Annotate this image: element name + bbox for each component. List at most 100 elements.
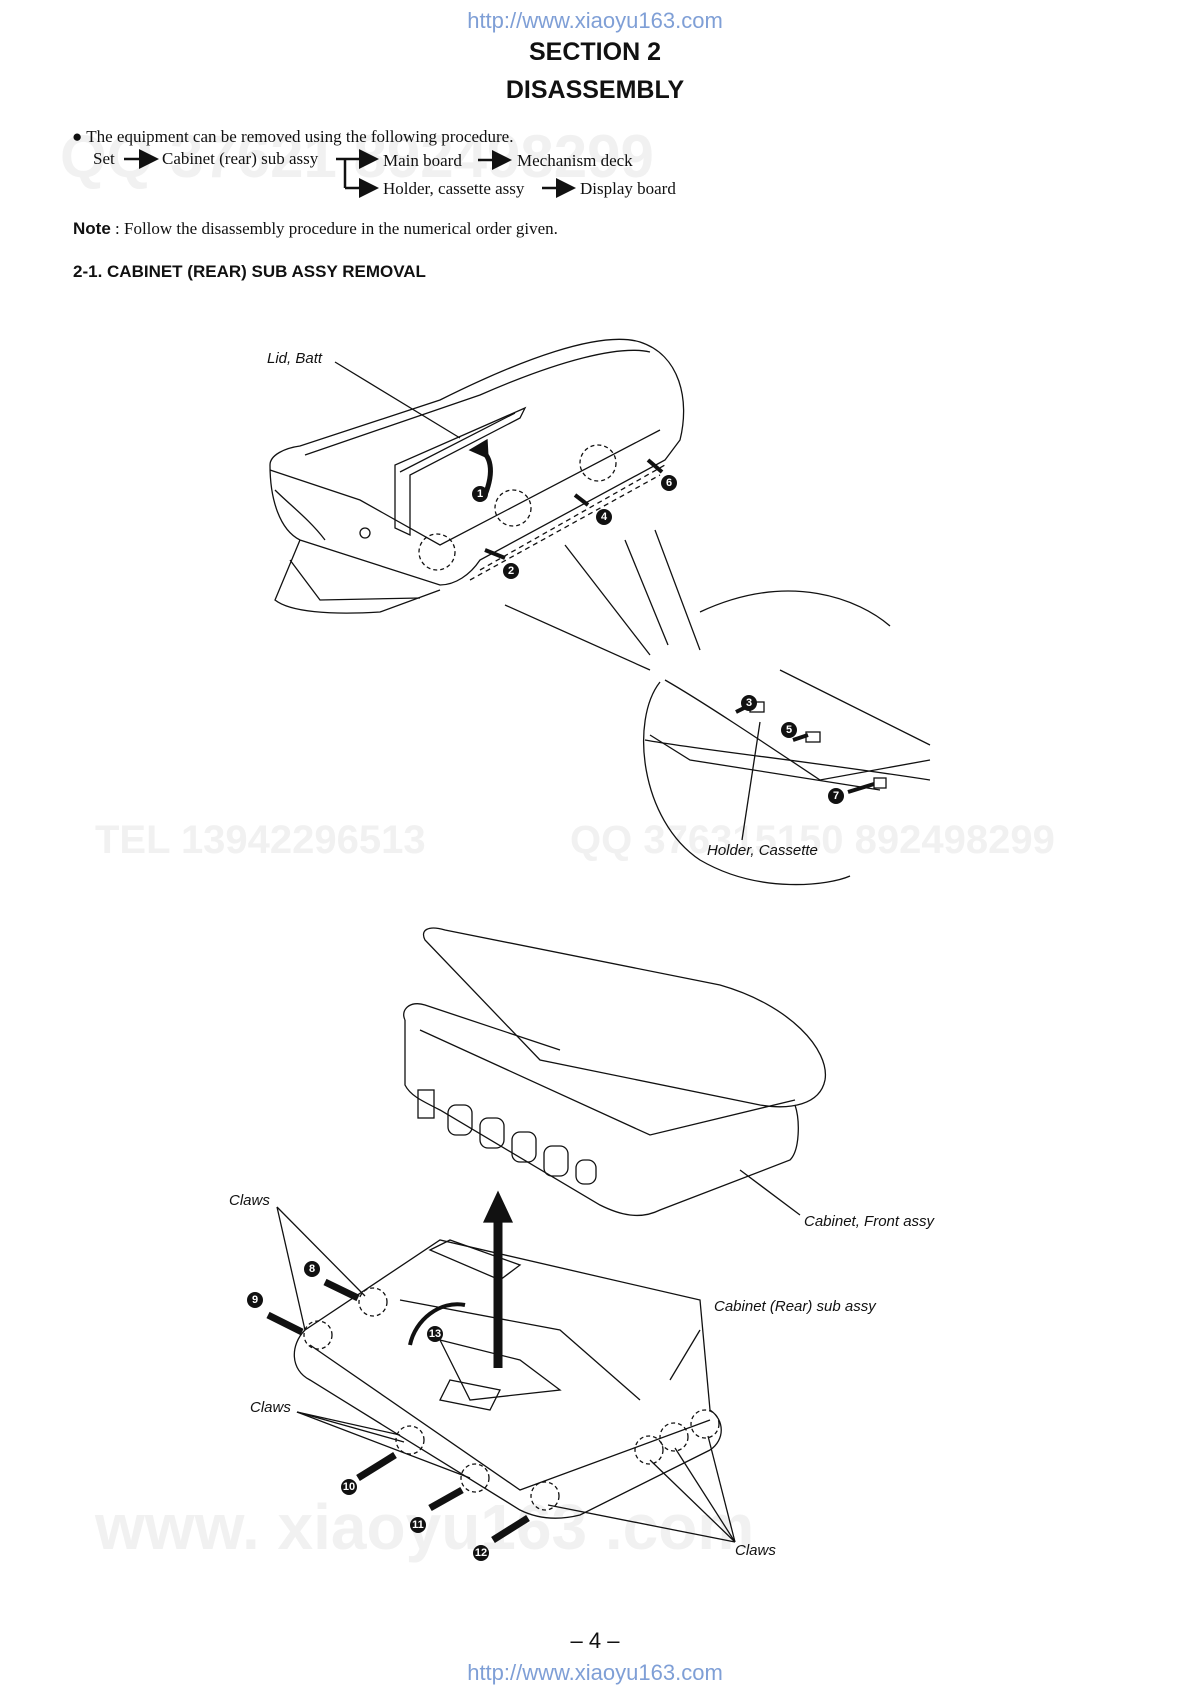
bullet-dot: ● <box>72 127 83 146</box>
note-text: : Follow the disassembly procedure in th… <box>115 219 558 238</box>
body-mid-edge <box>269 429 661 546</box>
label-cabinet-rear: Cabinet (Rear) sub assy <box>714 1298 876 1315</box>
front-lid <box>422 927 827 1108</box>
step13-arrow <box>408 1302 466 1346</box>
claw-circle-9 <box>303 1320 333 1350</box>
cabinet-rear-leader <box>669 1329 701 1381</box>
body-top-edge <box>304 349 651 456</box>
inset-leader-1 <box>504 604 651 671</box>
claw-circle-12 <box>530 1481 560 1511</box>
label-holder-cassette: Holder, Cassette <box>707 842 818 859</box>
front-button-2 <box>479 1117 505 1149</box>
flow-cabinet: Cabinet (rear) sub assy <box>162 149 319 168</box>
side-panel <box>274 489 326 541</box>
intro-bullet-line: ● The equipment can be removed using the… <box>72 127 513 147</box>
claws-bottom-leader-3 <box>707 1435 736 1543</box>
section-number: SECTION 2 <box>529 38 661 66</box>
claw-circle-1 <box>418 533 456 571</box>
claw-circle-11 <box>460 1463 490 1493</box>
claws-bottom-leader-4 <box>547 1504 736 1543</box>
inset-top-edge <box>779 669 931 746</box>
claws-mid-leader-2 <box>296 1411 401 1436</box>
step6-arrow <box>646 458 664 474</box>
front-cabinet-rim <box>419 1029 796 1136</box>
step9-arrow <box>266 1311 304 1336</box>
step8-arrow <box>323 1278 360 1302</box>
front-cabinet-top <box>403 1003 561 1051</box>
step2-arrow <box>484 548 506 560</box>
inset-cabinet-edge <box>664 679 931 781</box>
rear-tray-detail-3 <box>428 1239 522 1281</box>
step-marker-5: 5 <box>781 722 797 738</box>
step-marker-8: 8 <box>304 1261 320 1277</box>
holder-label-leader <box>741 721 761 841</box>
watermark-qq-mid: QQ 376315150 892498299 <box>570 818 1055 862</box>
side-hole <box>359 527 371 539</box>
label-claws-bottom: Claws <box>735 1542 776 1559</box>
page-number: – 4 – <box>570 1628 620 1653</box>
step-marker-3: 3 <box>741 695 757 711</box>
walkman-base <box>274 539 441 614</box>
label-claws-mid: Claws <box>250 1399 291 1416</box>
rear-tray-detail-2 <box>438 1339 562 1401</box>
inset-leader-3 <box>624 539 669 646</box>
lid-label-leader <box>334 361 461 439</box>
step-marker-7: 7 <box>828 788 844 804</box>
inset-circle-top <box>699 590 891 627</box>
lift-arrow-head <box>482 1190 514 1223</box>
step-marker-11: 11 <box>410 1517 426 1533</box>
walkman-base-inner <box>289 559 421 601</box>
claw-circle-r2 <box>659 1422 689 1452</box>
claw-circle-10 <box>395 1425 425 1455</box>
step5-arrow <box>792 733 809 742</box>
label-lid-batt: Lid, Batt <box>267 350 323 367</box>
walkman-body-outline <box>269 338 685 586</box>
rear-tray-detail-1 <box>399 1299 641 1401</box>
claw-circle-r1 <box>634 1435 664 1465</box>
claw-circle-3 <box>579 444 617 482</box>
inset-circle-bottom <box>643 681 851 886</box>
step-marker-13: 13 <box>427 1326 443 1342</box>
claw-circle-2 <box>494 489 532 527</box>
step11-arrow <box>428 1486 464 1512</box>
rear-tray-inner-edge <box>309 1344 711 1491</box>
lid-batt-edge <box>399 412 516 473</box>
front-button-5 <box>575 1159 597 1185</box>
step-marker-4: 4 <box>596 509 612 525</box>
claws-bottom-leader-2 <box>674 1447 736 1543</box>
flow-mechanism-deck: Mechanism deck <box>517 151 633 170</box>
subsection-title: 2-1. CABINET (REAR) SUB ASSY REMOVAL <box>73 262 426 281</box>
note-label: Note <box>73 219 111 238</box>
flow-holder: Holder, cassette assy <box>383 179 525 198</box>
claws-mid-leader-1 <box>296 1411 405 1443</box>
note-line: Note : Follow the disassembly procedure … <box>73 219 558 239</box>
claw-circle-r3 <box>690 1409 720 1439</box>
step10-arrow <box>356 1452 397 1481</box>
header-url[interactable]: http://www.xiaoyu163.com <box>467 8 723 33</box>
front-button-3 <box>511 1131 537 1163</box>
intro-text: The equipment can be removed using the f… <box>86 127 514 146</box>
step-marker-9: 9 <box>247 1292 263 1308</box>
inset-claw-7 <box>873 777 887 789</box>
step-marker-12: 12 <box>473 1545 489 1561</box>
claws-mid-leader-3 <box>296 1411 471 1479</box>
watermark-tel: TEL 13942296513 <box>95 818 426 862</box>
inset-holder-edge <box>644 739 931 781</box>
step-marker-1: 1 <box>472 486 488 502</box>
lid-batt <box>394 406 527 537</box>
label-cabinet-front: Cabinet, Front assy <box>804 1213 935 1230</box>
step7-arrow <box>847 782 875 794</box>
lid-open-arrowhead <box>468 438 489 460</box>
claws-top-leader-1 <box>276 1206 306 1331</box>
step-marker-6: 6 <box>661 475 677 491</box>
footer-url[interactable]: http://www.xiaoyu163.com <box>467 1660 723 1685</box>
rear-tray-detail-4 <box>439 1379 501 1411</box>
inset-holder-lower <box>649 734 881 791</box>
front-cabinet-body <box>404 1020 799 1217</box>
front-button-4 <box>543 1145 569 1177</box>
step-marker-10: 10 <box>341 1479 357 1495</box>
section-title: DISASSEMBLY <box>505 76 685 104</box>
